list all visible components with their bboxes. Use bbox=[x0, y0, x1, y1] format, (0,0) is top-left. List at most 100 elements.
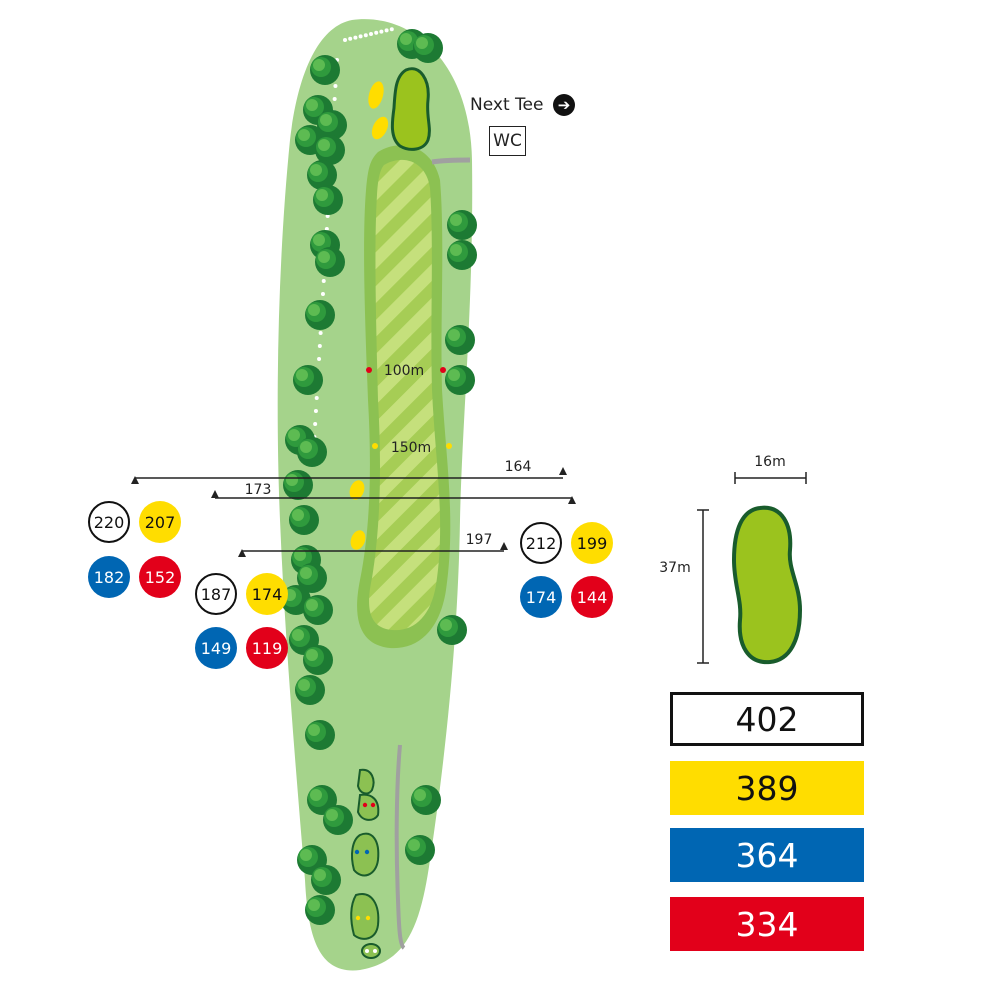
tee-box-red bbox=[356, 793, 380, 821]
distance-label-173: 173 bbox=[245, 482, 272, 498]
fairway-mown-stripes bbox=[369, 159, 441, 631]
distance-label-164: 164 bbox=[505, 459, 532, 475]
yardage-markers: 100m 150m bbox=[366, 363, 452, 456]
svg-text:199: 199 bbox=[577, 534, 608, 553]
total-length-yellow: 389 bbox=[670, 761, 864, 815]
marker-150m-label: 150m bbox=[391, 440, 431, 456]
tee-box-blue bbox=[351, 832, 380, 877]
marker-100m-left bbox=[366, 367, 372, 373]
tee-blue-badge bbox=[88, 556, 130, 598]
wc-sign: WC bbox=[489, 126, 526, 156]
out-of-bounds-dot bbox=[369, 32, 373, 36]
tree-icon bbox=[293, 365, 323, 395]
out-of-bounds-dot bbox=[320, 292, 325, 296]
distance-label-197: 197 bbox=[466, 532, 493, 548]
out-of-bounds-dot bbox=[374, 30, 379, 35]
tee-white-badge bbox=[520, 522, 562, 564]
tree-icon bbox=[303, 645, 333, 675]
out-of-bounds-dot bbox=[353, 35, 358, 40]
distance-line-197: 197 bbox=[238, 532, 508, 557]
distance-line-173: 173 bbox=[211, 482, 576, 504]
tee-yellow-badge bbox=[139, 501, 181, 543]
distance-group-left: 220 207 182 152 bbox=[88, 501, 181, 598]
tree-icon bbox=[305, 720, 335, 750]
svg-text:212: 212 bbox=[526, 534, 557, 553]
tee-box-yellow bbox=[350, 893, 380, 940]
bunker bbox=[350, 530, 366, 550]
out-of-bounds-dot bbox=[332, 97, 337, 101]
tee-boxes bbox=[350, 768, 381, 959]
tree-icon bbox=[305, 300, 335, 330]
tree-icon bbox=[437, 615, 467, 645]
out-of-bounds-dot bbox=[384, 28, 389, 33]
svg-text:174: 174 bbox=[252, 585, 283, 604]
green-inset-shape bbox=[731, 505, 803, 665]
green-width-label: 16m bbox=[754, 454, 785, 470]
out-of-bounds-dot bbox=[389, 27, 394, 32]
out-of-bounds-dot bbox=[314, 396, 319, 400]
tee-blue-badge bbox=[520, 576, 562, 618]
tee-yellow-badge bbox=[246, 573, 288, 615]
cart-path bbox=[394, 744, 406, 950]
out-of-bounds-dot bbox=[317, 344, 322, 348]
total-length-white: 402 bbox=[670, 692, 864, 746]
tree-icon bbox=[413, 33, 443, 63]
out-of-bounds-dot bbox=[318, 331, 323, 335]
out-of-bounds-dot bbox=[358, 34, 363, 39]
svg-text:174: 174 bbox=[526, 588, 557, 607]
total-length-blue: 364 bbox=[670, 828, 864, 882]
out-of-bounds-dot bbox=[363, 33, 368, 38]
green-inset: 16m 37m bbox=[659, 454, 807, 665]
svg-text:187: 187 bbox=[201, 585, 232, 604]
green-depth-label: 37m bbox=[659, 560, 690, 576]
tree-icon bbox=[310, 55, 340, 85]
svg-text:152: 152 bbox=[145, 568, 176, 587]
bunker bbox=[349, 480, 365, 500]
svg-text:144: 144 bbox=[577, 588, 608, 607]
svg-text:182: 182 bbox=[94, 568, 125, 587]
tee-blue-badge bbox=[195, 627, 237, 669]
next-tee-label: Next Tee bbox=[470, 95, 544, 115]
marker-150m-left bbox=[372, 443, 378, 449]
marker-150m-right bbox=[446, 443, 452, 449]
out-of-bounds-dot bbox=[348, 36, 353, 41]
distance-line-164: 164 bbox=[131, 459, 567, 484]
tree-icon bbox=[315, 247, 345, 277]
svg-text:207: 207 bbox=[145, 513, 176, 532]
out-of-bounds-dot bbox=[333, 84, 338, 88]
cart-path bbox=[431, 157, 471, 165]
out-of-bounds-dot bbox=[379, 29, 384, 34]
tree-icon bbox=[305, 895, 335, 925]
tee-red-badge bbox=[571, 576, 613, 618]
marker-100m-label: 100m bbox=[384, 363, 424, 379]
tree-icon bbox=[307, 160, 337, 190]
tee-red-badge bbox=[246, 627, 288, 669]
distance-group-right: 212 199 174 144 bbox=[520, 522, 613, 618]
out-of-bounds-dot bbox=[313, 409, 318, 413]
out-of-bounds-dot bbox=[313, 422, 318, 426]
tee-white-badge bbox=[88, 501, 130, 543]
tree-icon bbox=[303, 595, 333, 625]
tee-white-badge bbox=[195, 573, 237, 615]
marker-100m-right bbox=[440, 367, 446, 373]
tree-icon bbox=[311, 865, 341, 895]
arrow-right-circle-icon: ➔ bbox=[553, 94, 575, 116]
distance-group-middle: 187 174 149 119 bbox=[195, 573, 288, 669]
out-of-bounds-dot bbox=[317, 357, 322, 361]
tree-icon bbox=[323, 805, 353, 835]
tee-yellow-badge bbox=[571, 522, 613, 564]
tree-icon bbox=[447, 240, 477, 270]
tree-icon bbox=[405, 835, 435, 865]
out-of-bounds-dot bbox=[325, 214, 330, 218]
svg-text:220: 220 bbox=[94, 513, 125, 532]
out-of-bounds-dot bbox=[321, 279, 326, 283]
svg-text:149: 149 bbox=[201, 639, 232, 658]
tree-icon bbox=[289, 505, 319, 535]
tree-icon bbox=[447, 210, 477, 240]
svg-text:119: 119 bbox=[252, 639, 283, 658]
out-of-bounds-dot bbox=[324, 227, 329, 231]
tree-icon bbox=[313, 185, 343, 215]
tee-box-white bbox=[361, 943, 381, 959]
tree-icon bbox=[297, 437, 327, 467]
